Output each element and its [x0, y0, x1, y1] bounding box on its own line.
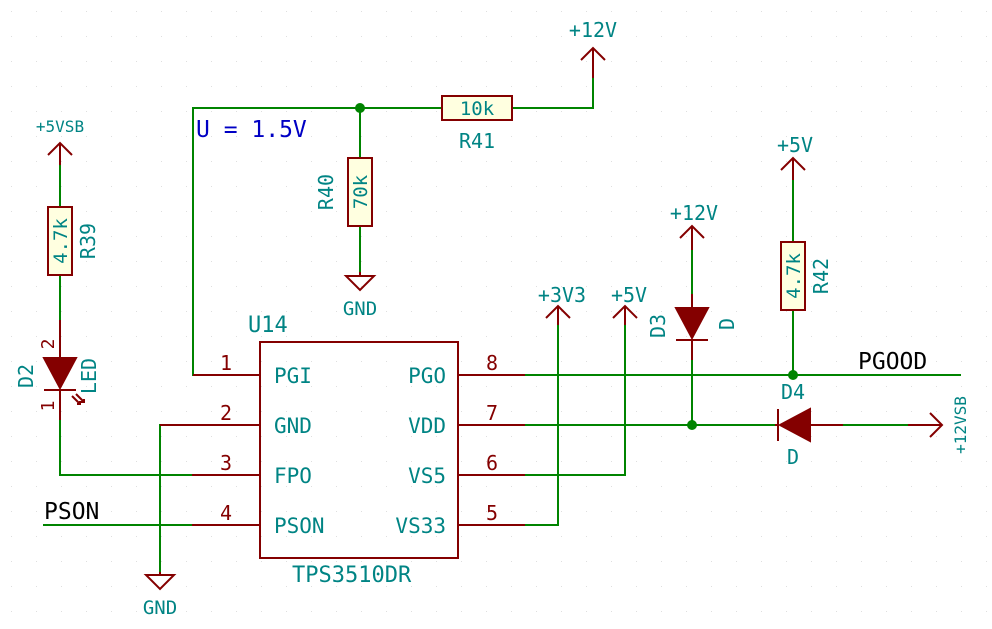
diode-d4[interactable]: D4 D [775, 380, 843, 469]
power-12v-top: +12V [569, 18, 617, 78]
power-5vsb: +5VSB [36, 117, 84, 165]
resistor-r42[interactable]: 4.7k R42 [780, 241, 833, 311]
power-5v-mid: +5V [611, 283, 647, 325]
power-5v-mid-label: +5V [611, 283, 647, 307]
d2-pin-anode: 2 [38, 339, 59, 350]
u14-pin-fpo: FPO [274, 464, 312, 488]
d2-pin-cathode: 1 [38, 401, 59, 412]
r39-ref: R39 [76, 223, 100, 259]
resistor-r41[interactable]: 10k R41 [441, 95, 513, 153]
resistor-r40[interactable]: 70k R40 [314, 157, 373, 227]
u14-chip[interactable]: U14 TPS3510DR 1 2 3 4 8 7 6 5 PGI GND FP… [160, 313, 525, 588]
power-12v-d3: +12V [670, 201, 718, 250]
u14-pin7-num: 7 [486, 401, 498, 425]
u14-pin1-num: 1 [220, 351, 232, 375]
power-5vsb-label: +5VSB [36, 117, 84, 136]
r41-value: 10k [460, 98, 495, 120]
u14-pin-vs33: VS33 [395, 514, 446, 538]
diode-d3[interactable]: D3 D [646, 294, 739, 360]
power-5v-right: +5V [777, 133, 813, 180]
u14-pin5-num: 5 [486, 501, 498, 525]
d3-value: D [715, 318, 739, 330]
power-3v3-label: +3V3 [538, 283, 586, 307]
u14-ref: U14 [248, 313, 288, 338]
net-label-pson: PSON [44, 499, 99, 525]
wire-r41-to-12v [511, 77, 594, 109]
u14-pin-gnd: GND [274, 414, 312, 438]
power-12v-d3-label: +12V [670, 201, 718, 225]
junction-r40-r41 [355, 103, 365, 113]
d2-value: LED [77, 358, 101, 394]
u14-pin6-num: 6 [486, 451, 498, 475]
resistor-r39[interactable]: 4.7k R39 [47, 206, 100, 276]
power-12v-top-label: +12V [569, 18, 617, 42]
led-emission-arrows-icon [71, 393, 85, 405]
net-label-pgood: PGOOD [858, 349, 927, 375]
power-12vsb-label: +12VSB [951, 396, 970, 454]
u14-pin2-num: 2 [220, 401, 232, 425]
u14-pin8-num: 8 [486, 351, 498, 375]
u14-pin-vdd: VDD [408, 414, 446, 438]
d2-ref: D2 [14, 364, 38, 388]
u14-pin-pgo: PGO [408, 364, 446, 388]
gnd-u14-label: GND [143, 597, 177, 619]
u14-pin-vs5: VS5 [408, 464, 446, 488]
gnd-r40-label: GND [343, 298, 377, 320]
r40-value: 70k [350, 174, 372, 209]
u14-pin-pgi: PGI [274, 364, 312, 388]
u14-pin3-num: 3 [220, 451, 232, 475]
power-5v-right-label: +5V [777, 133, 813, 157]
r39-value: 4.7k [50, 218, 72, 264]
r42-value: 4.7k [783, 253, 805, 299]
voltage-note: U = 1.5V [196, 117, 307, 143]
u14-body [259, 341, 459, 559]
gnd-r40: GND [343, 272, 377, 320]
gnd-u14: GND [143, 572, 177, 619]
d4-ref: D4 [781, 380, 805, 404]
u14-pin4-num: 4 [220, 501, 232, 525]
led-d2[interactable]: 2 1 D2 LED [14, 320, 101, 420]
u14-pin-pson: PSON [274, 514, 325, 538]
r41-ref: R41 [459, 129, 495, 153]
d3-ref: D3 [646, 314, 670, 338]
r40-ref: R40 [314, 174, 338, 210]
junction-d3-vdd [687, 420, 697, 430]
power-3v3: +3V3 [538, 283, 586, 325]
junction-r42-pgood [788, 370, 798, 380]
d4-value: D [787, 445, 799, 469]
power-12vsb: +12VSB [908, 396, 970, 454]
u14-value: TPS3510DR [292, 563, 412, 588]
r42-ref: R42 [809, 258, 833, 294]
